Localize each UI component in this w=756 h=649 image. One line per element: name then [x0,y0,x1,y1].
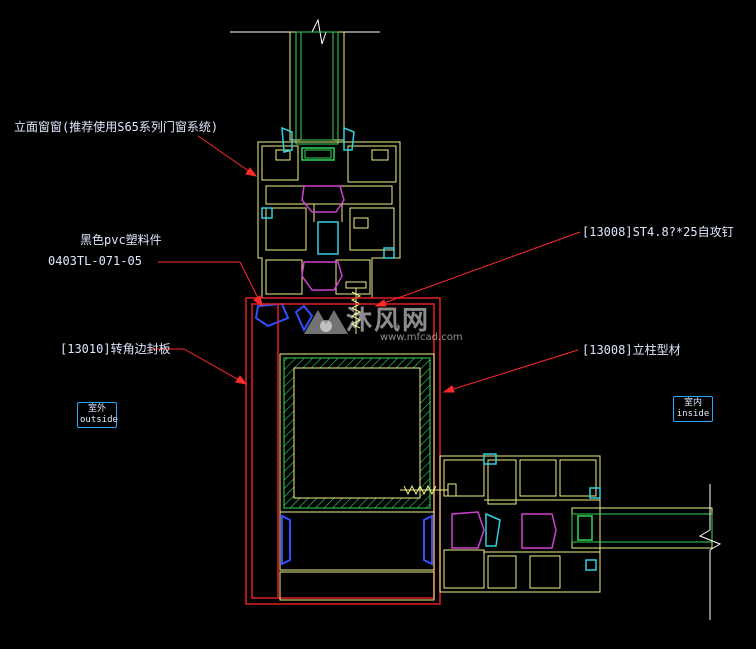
top-thermal-break [301,185,345,291]
watermark-brand: 沐风网 [346,306,431,336]
right-glazing [571,507,713,549]
right-window-frame [439,455,601,593]
pvc-part-name-label: 黑色pvc塑料件 [80,233,162,247]
inside-cn-label: 室内 [683,398,702,408]
right-thermal-break [451,511,557,549]
right-gaskets [483,453,601,571]
screw-label: [13008]ST4.8?*25自攻钉 [582,225,734,239]
outside-cn-label: 室外 [87,404,106,414]
top-glazing [289,31,345,161]
closure-board-label: [13010]转角边封板 [60,342,171,356]
outside-en-label: outside [80,415,118,425]
watermark-logo-mark [304,310,348,334]
pvc-part-code-label: 0403TL-071-05 [48,254,142,268]
mullion-profile [279,353,435,601]
inside-tag: 室内 inside [673,396,713,422]
outside-tag: 室外 outside [77,402,118,428]
watermark-url: www.mfcad.com [380,332,463,343]
inside-en-label: inside [676,409,710,419]
leader-lines [150,135,581,393]
top-window-frame [257,141,401,299]
mullion-label: [13008]立柱型材 [582,343,681,357]
top-gaskets [261,126,395,259]
facade-window-label: 立面窗窗(推荐使用S65系列门窗系统) [14,120,219,134]
right-break-line [698,484,722,620]
